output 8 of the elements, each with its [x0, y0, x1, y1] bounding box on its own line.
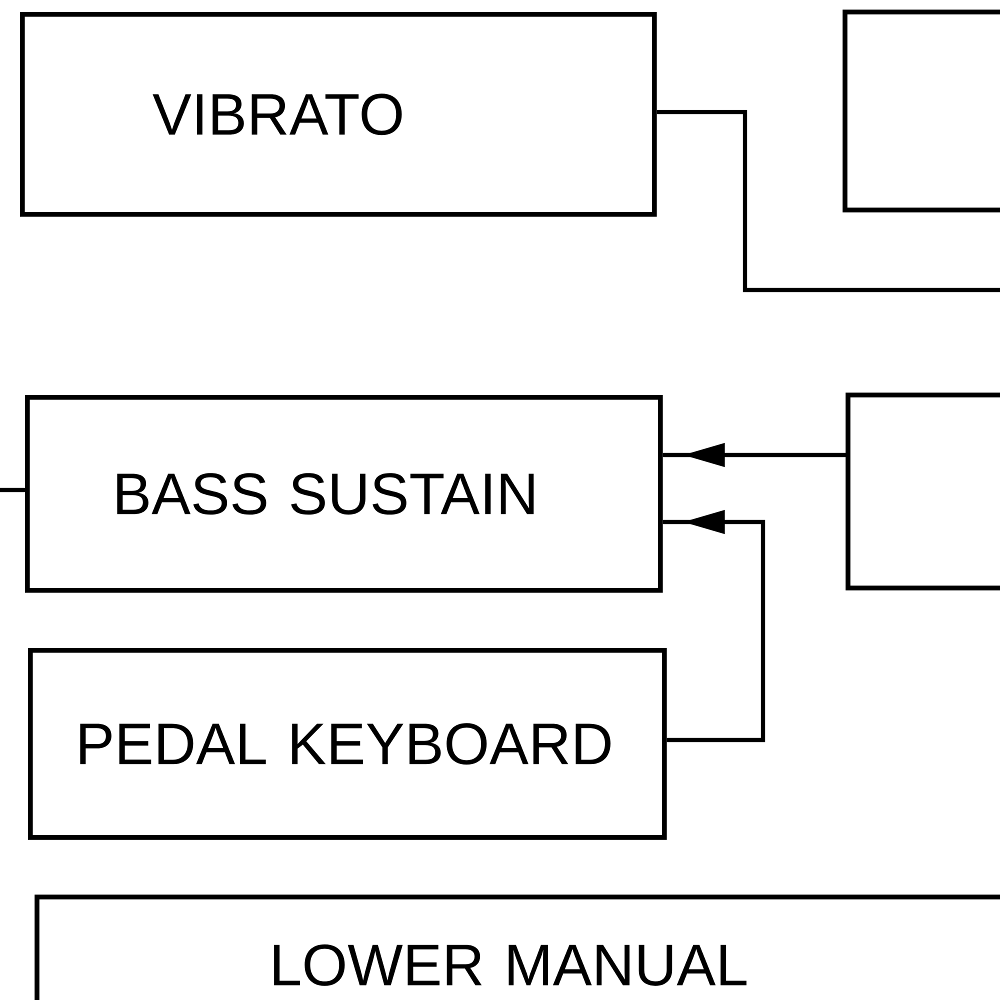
- process-box: BASS SUSTAIN: [25, 395, 663, 593]
- process-box: LOWER MANUAL: [34, 894, 1000, 1000]
- process-box: PEDAL KEYBOARD: [28, 648, 667, 840]
- partial-box: [842, 10, 1000, 212]
- partial-box: [846, 392, 1000, 590]
- connector-line: [656, 110, 1000, 292]
- connector-line: [0, 488, 25, 492]
- process-box: VIBRATO: [20, 12, 657, 217]
